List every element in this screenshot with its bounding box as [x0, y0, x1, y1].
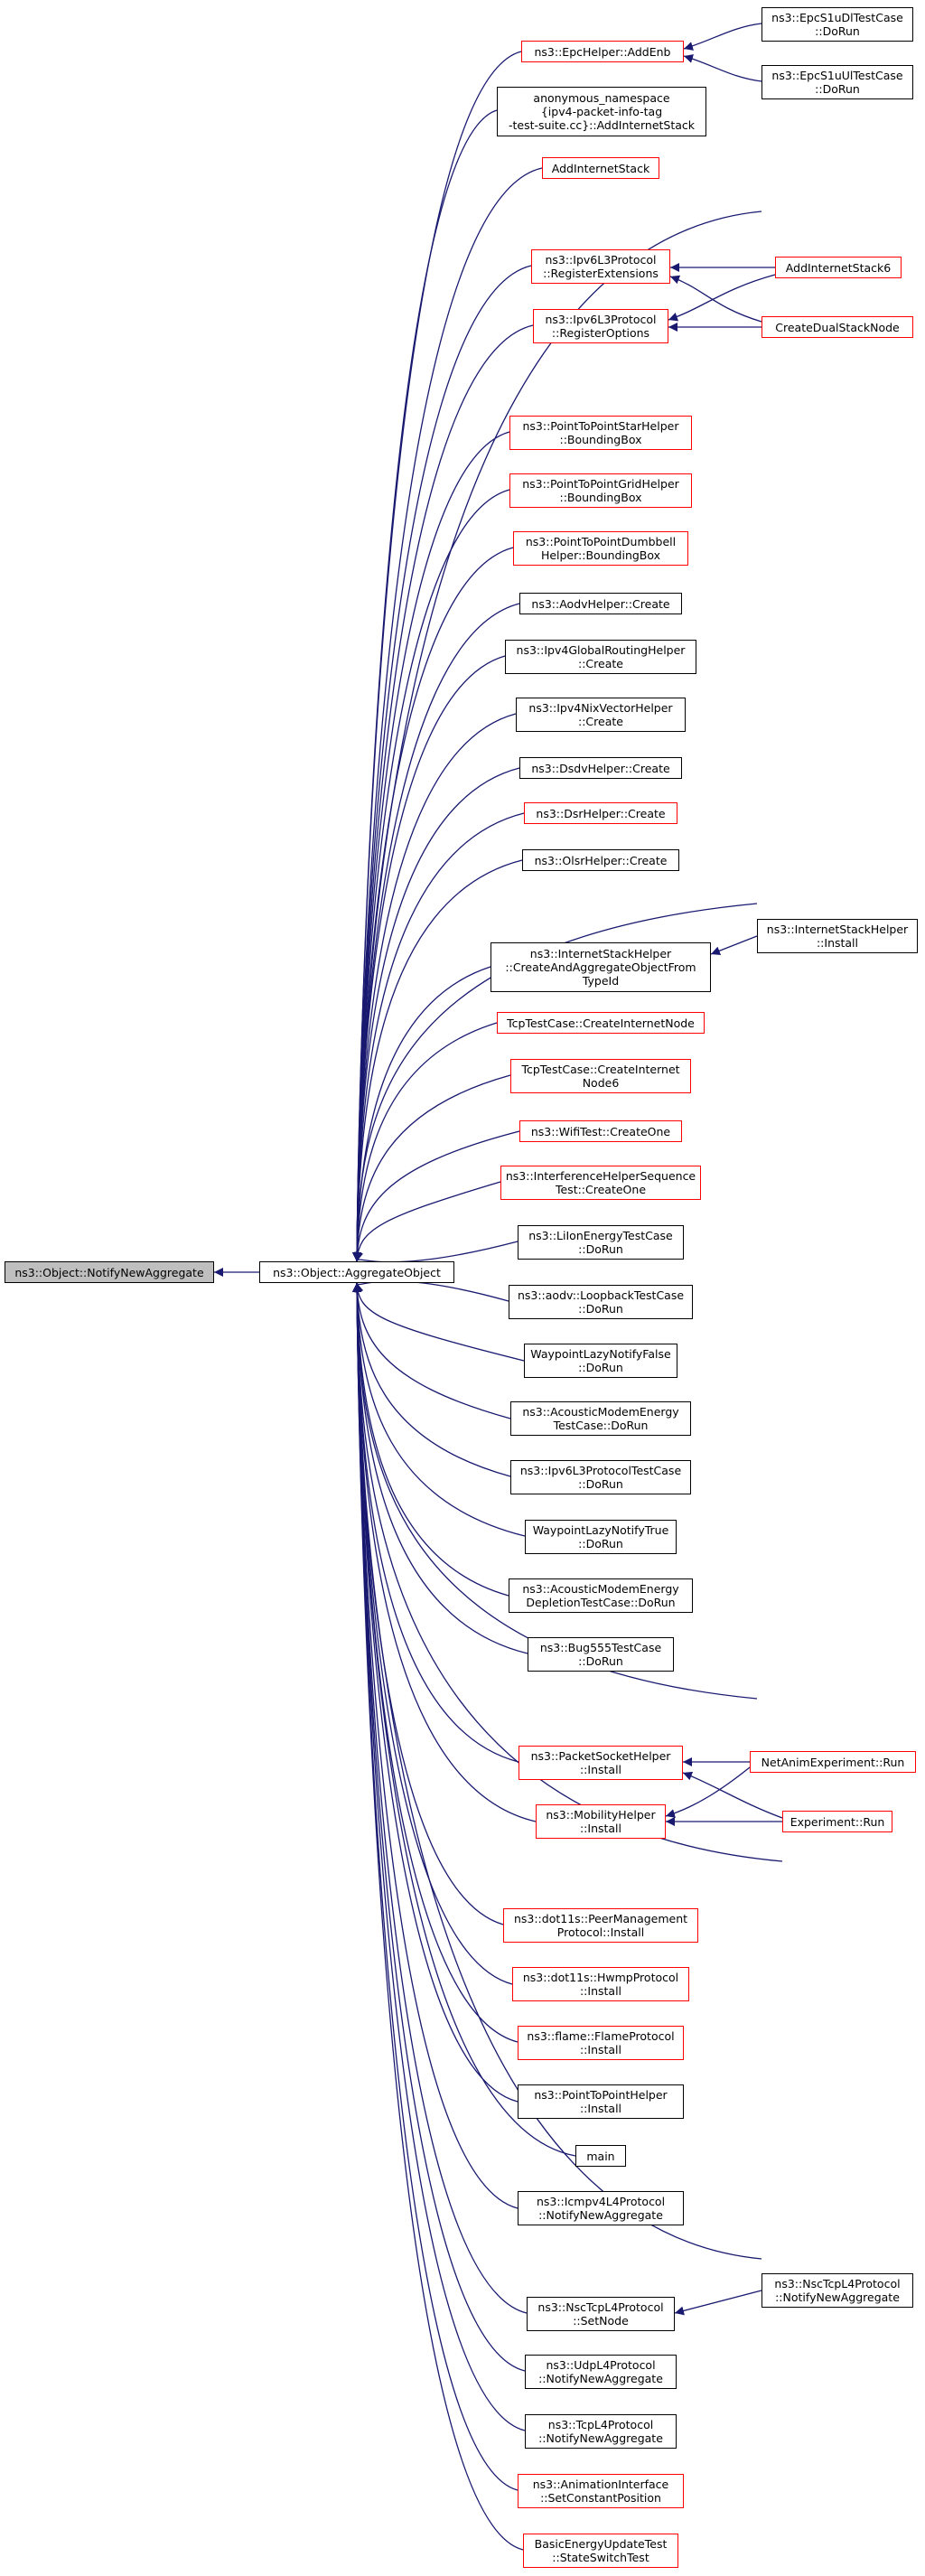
node-icmpv4-notify[interactable]: ns3::Icmpv4L4Protocol ::NotifyNewAggrega… [518, 2191, 684, 2225]
node-aodv-helper-create[interactable]: ns3::AodvHelper::Create [519, 593, 682, 614]
edge-stack6-to-regopt [668, 274, 776, 322]
edge-up-19 [352, 1130, 520, 1262]
edge-up-14 [352, 859, 523, 1262]
node-ipv4-global-routing-create[interactable]: ns3::Ipv4GlobalRoutingHelper ::Create [505, 640, 696, 674]
edge-down-7 [352, 1282, 758, 1700]
node-internet-stack-create-aggregate[interactable]: ns3::InternetStackHelper ::CreateAndAggr… [491, 942, 711, 992]
node-wifi-test-create-one[interactable]: ns3::WifiTest::CreateOne [519, 1120, 682, 1142]
edge-up-17 [352, 1022, 498, 1262]
node-mobility-install[interactable]: ns3::MobilityHelper ::Install [536, 1804, 666, 1839]
node-bug555-dorun[interactable]: ns3::Bug555TestCase ::DoRun [528, 1637, 674, 1672]
node-dot11s-hwmp-install[interactable]: ns3::dot11s::HwmpProtocol ::Install [512, 1967, 689, 2001]
node-nsc-tcp-notify[interactable]: ns3::NscTcpL4Protocol ::NotifyNewAggrega… [761, 2273, 913, 2308]
edge-down-11 [352, 1282, 504, 1925]
node-anon-add-internet-stack[interactable]: anonymous_namespace {ipv4-packet-info-ta… [497, 87, 706, 136]
node-p2p-star-bbox[interactable]: ns3::PointToPointStarHelper ::BoundingBo… [509, 416, 692, 450]
node-epc-helper-addenb[interactable]: ns3::EpcHelper::AddEnb [521, 41, 684, 62]
edge-down-3 [352, 1282, 511, 1477]
node-epc-s1u-ul-dorun[interactable]: ns3::EpcS1uUlTestCase ::DoRun [761, 65, 913, 99]
edge-install-to-create [710, 935, 758, 956]
node-ipv6l3-register-extensions[interactable]: ns3::Ipv6L3Protocol ::RegisterExtensions [531, 249, 670, 284]
node-waypoint-false-dorun[interactable]: WaypointLazyNotifyFalse ::DoRun [524, 1344, 677, 1378]
node-basic-energy-state-switch[interactable]: BasicEnergyUpdateTest ::StateSwitchTest [523, 2534, 678, 2568]
node-tcp-create-internet-node6[interactable]: TcpTestCase::CreateInternet Node6 [510, 1059, 691, 1093]
node-netanim-run[interactable]: NetAnimExperiment::Run [750, 1751, 916, 1773]
node-p2p-helper-install[interactable]: ns3::PointToPointHelper ::Install [518, 2084, 684, 2119]
edge-s1uul-to-addenb [683, 54, 762, 82]
node-acoustic-energy-dorun[interactable]: ns3::AcousticModemEnergy TestCase::DoRun [510, 1401, 691, 1436]
node-aggregate-object[interactable]: ns3::Object::AggregateObject [259, 1261, 454, 1283]
edge-down-2 [352, 1282, 511, 1419]
edge-down-18 [352, 1282, 528, 2314]
node-tcp-create-internet-node[interactable]: TcpTestCase::CreateInternetNode [497, 1012, 705, 1034]
edge-down-19 [352, 1282, 526, 2372]
node-p2p-grid-bbox[interactable]: ns3::PointToPointGridHelper ::BoundingBo… [509, 473, 692, 508]
edge-nscnotify-to-setnode [674, 2290, 762, 2316]
node-internet-stack-install[interactable]: ns3::InternetStackHelper ::Install [757, 919, 918, 953]
edge-up-21 [354, 1241, 519, 1263]
node-p2p-dumbbell-bbox[interactable]: ns3::PointToPointDumbbell Helper::Boundi… [513, 531, 688, 566]
edge-netanim-to-mobility [665, 1766, 751, 1818]
edge-up-6 [352, 431, 510, 1262]
node-nsc-tcp-set-node[interactable]: ns3::NscTcpL4Protocol ::SetNode [527, 2297, 675, 2331]
edge-up-4 [352, 265, 532, 1262]
edge-down-21 [352, 1282, 519, 2491]
node-ipv6l3-test-dorun[interactable]: ns3::Ipv6L3ProtocolTestCase ::DoRun [510, 1460, 691, 1494]
node-animation-set-position[interactable]: ns3::AnimationInterface ::SetConstantPos… [518, 2474, 684, 2508]
node-interference-create-one[interactable]: ns3::InterferenceHelperSequence Test::Cr… [500, 1166, 701, 1200]
edge-down-9 [352, 1282, 537, 1822]
node-dsdv-helper-create[interactable]: ns3::DsdvHelper::Create [519, 757, 682, 779]
node-tcp-notify[interactable]: ns3::TcpL4Protocol ::NotifyNewAggregate [525, 2414, 677, 2449]
edge-up-1 [352, 109, 498, 1262]
node-liion-dorun[interactable]: ns3::LiIonEnergyTestCase ::DoRun [518, 1225, 684, 1260]
edge-down-0 [354, 1280, 509, 1302]
node-udp-notify[interactable]: ns3::UdpL4Protocol ::NotifyNewAggregate [525, 2355, 677, 2389]
edge-up-16 [352, 966, 491, 1262]
edge-down-20 [352, 1282, 526, 2431]
node-main[interactable]: main [575, 2145, 626, 2167]
node-epc-s1u-dl-dorun[interactable]: ns3::EpcS1uDlTestCase ::DoRun [761, 7, 913, 42]
edge-up-8 [352, 547, 514, 1262]
node-flame-install[interactable]: ns3::flame::FlameProtocol ::Install [518, 2026, 684, 2060]
node-dot11s-peer-install[interactable]: ns3::dot11s::PeerManagement Protocol::In… [503, 1908, 698, 1943]
edge-s1udl-to-addenb [683, 23, 762, 51]
edge-up-3 [352, 211, 762, 1262]
node-experiment-run[interactable]: Experiment::Run [782, 1811, 892, 1832]
node-dsr-helper-create[interactable]: ns3::DsrHelper::Create [524, 802, 677, 824]
edge-down-4 [352, 1282, 526, 1537]
node-notify-new-aggregate: ns3::Object::NotifyNewAggregate [5, 1261, 214, 1283]
node-packet-socket-install[interactable]: ns3::PacketSocketHelper ::Install [519, 1746, 683, 1780]
node-add-internet-stack6[interactable]: AddInternetStack6 [775, 257, 902, 278]
edge-down-22 [352, 1282, 524, 2551]
node-ipv4-nix-vector-create[interactable]: ns3::Ipv4NixVectorHelper ::Create [516, 698, 686, 732]
node-acoustic-depletion-dorun[interactable]: ns3::AcousticModemEnergy DepletionTestCa… [509, 1578, 693, 1613]
edge-exp-to-packet [682, 1771, 783, 1819]
edge-up-7 [352, 489, 510, 1262]
edge-up-9 [352, 603, 520, 1262]
node-add-internet-stack[interactable]: AddInternetStack [542, 157, 659, 179]
node-waypoint-true-dorun[interactable]: WaypointLazyNotifyTrue ::DoRun [525, 1520, 677, 1554]
node-ipv6l3-register-options[interactable]: ns3::Ipv6L3Protocol ::RegisterOptions [533, 309, 668, 343]
edge-dual-to-regext [669, 275, 762, 323]
node-olsr-helper-create[interactable]: ns3::OlsrHelper::Create [522, 849, 679, 871]
node-aodv-loopback-dorun[interactable]: ns3::aodv::LoopbackTestCase ::DoRun [509, 1285, 693, 1319]
edge-down-1 [352, 1282, 525, 1362]
edge-up-10 [352, 655, 506, 1262]
edge-up-20 [352, 1181, 501, 1262]
node-create-dual-stack-node[interactable]: CreateDualStackNode [761, 316, 913, 338]
edge-up-18 [352, 1074, 511, 1262]
